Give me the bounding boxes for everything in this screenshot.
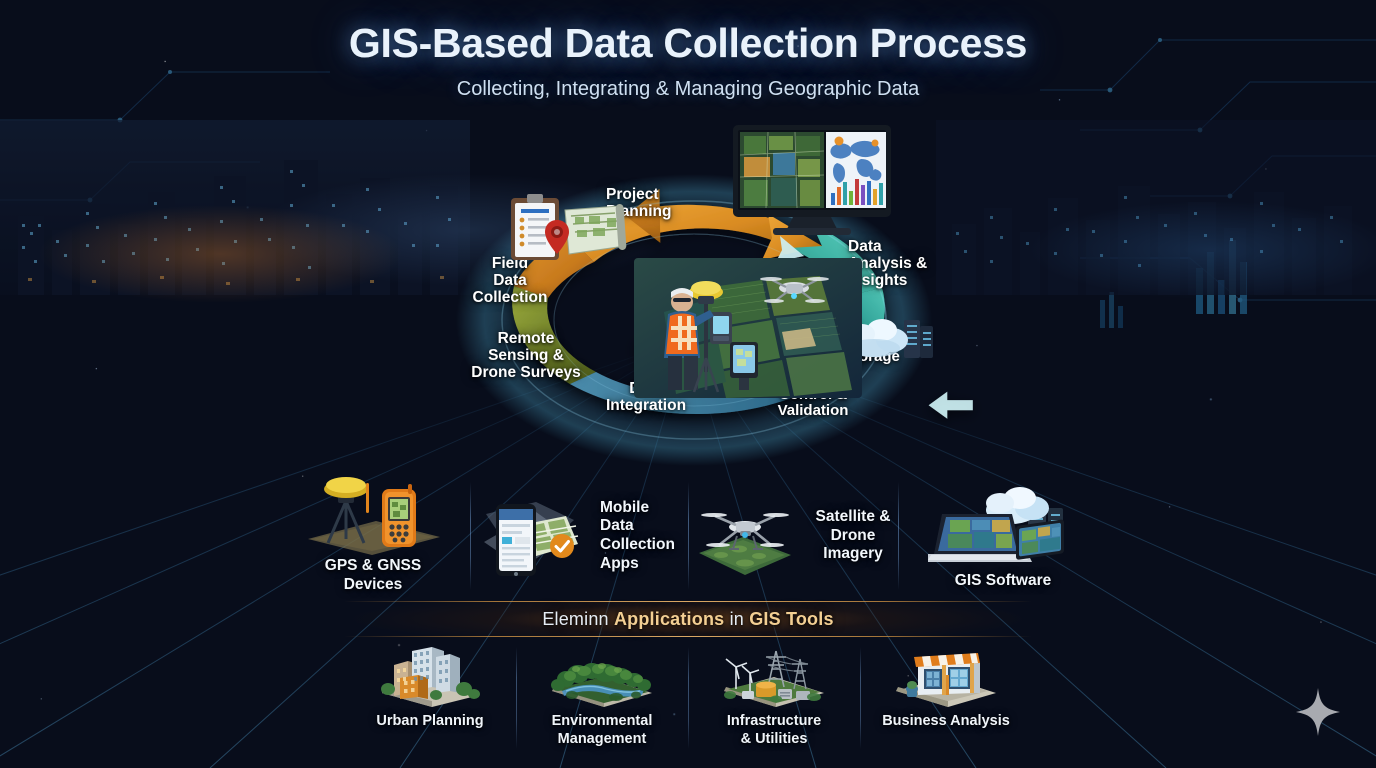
tool-label-gis-software: GIS Software xyxy=(954,571,1052,589)
gis-tools-row: GPS & GNSS Devices xyxy=(278,472,1098,600)
segment-remote-sensing xyxy=(512,286,596,384)
forest-river-icon xyxy=(546,645,658,707)
drone-icon xyxy=(760,277,829,303)
clipboard-map-pin-icon xyxy=(505,192,633,264)
page-title: GIS-Based Data Collection Process xyxy=(348,20,1028,66)
section-band: Eleminn Applications in GIS Tools xyxy=(344,601,1032,637)
sparkle-icon xyxy=(1296,688,1340,736)
gis-applications-row: Urban Planning xyxy=(344,643,1032,755)
power-grid-icon xyxy=(718,645,830,707)
smartphone-map-icon xyxy=(478,490,588,582)
application-label-business-analysis: Business Analysis xyxy=(882,713,1010,729)
header-block: GIS-Based Data Collection Process Collec… xyxy=(0,20,1376,101)
band-text-plain-2: in xyxy=(724,608,750,629)
tool-divider-1 xyxy=(470,482,471,590)
field-survey-scene xyxy=(634,258,862,398)
app-divider-1 xyxy=(516,647,517,749)
application-item-business-analysis[interactable]: Business Analysis xyxy=(860,643,1032,755)
storefront-icon xyxy=(890,645,1002,707)
tool-item-gis-software[interactable]: GIS Software xyxy=(908,472,1098,600)
segment-field-arrow xyxy=(625,188,661,243)
laptop-cloud-icon xyxy=(924,482,1078,570)
application-item-infrastructure-utilities[interactable]: Infrastructure & Utilities xyxy=(688,643,860,755)
tool-item-satellite-drone[interactable]: Satellite & Drone Imagery xyxy=(693,472,903,600)
tool-divider-3 xyxy=(898,482,899,590)
page-subtitle: Collecting, Integrating & Managing Geogr… xyxy=(456,78,920,100)
segment-data-integration xyxy=(570,368,826,415)
city-buildings-icon xyxy=(374,645,486,707)
band-text-accent-1: Applications xyxy=(613,608,725,629)
tool-item-gps-gnss-devices[interactable]: GPS & GNSS Devices xyxy=(278,472,468,600)
tool-divider-2 xyxy=(688,482,689,590)
application-label-infrastructure-utilities: Infrastructure & Utilities xyxy=(726,713,822,747)
city-skyline-left xyxy=(0,120,470,295)
arrow-to-analysis xyxy=(776,236,804,262)
tool-label-mobile-apps: Mobile Data Collection Apps xyxy=(600,498,675,572)
arrow-integration-right xyxy=(928,391,973,419)
app-divider-3 xyxy=(860,647,861,749)
analytics-monitor-icon xyxy=(733,125,895,235)
city-skyline-right xyxy=(936,120,1376,295)
application-item-urban-planning[interactable]: Urban Planning xyxy=(344,643,516,755)
gnss-receiver-icon xyxy=(298,477,448,556)
section-band-title: Eleminn Applications in GIS Tools xyxy=(344,601,1032,637)
drone-icon xyxy=(693,493,797,579)
tool-label-satellite-drone: Satellite & Drone Imagery xyxy=(815,508,891,563)
app-divider-2 xyxy=(688,647,689,749)
application-item-environmental-management[interactable]: Environmental Management xyxy=(516,643,688,755)
tool-label-gps-gnss-devices: GPS & GNSS Devices xyxy=(324,557,422,593)
application-label-urban-planning: Urban Planning xyxy=(376,713,484,729)
application-label-environmental-management: Environmental Management xyxy=(551,713,653,747)
band-text-accent-2: GIS Tools xyxy=(749,608,834,629)
tool-item-mobile-apps[interactable]: Mobile Data Collection Apps xyxy=(478,472,683,600)
band-text-plain-1: Eleminn xyxy=(542,608,614,629)
